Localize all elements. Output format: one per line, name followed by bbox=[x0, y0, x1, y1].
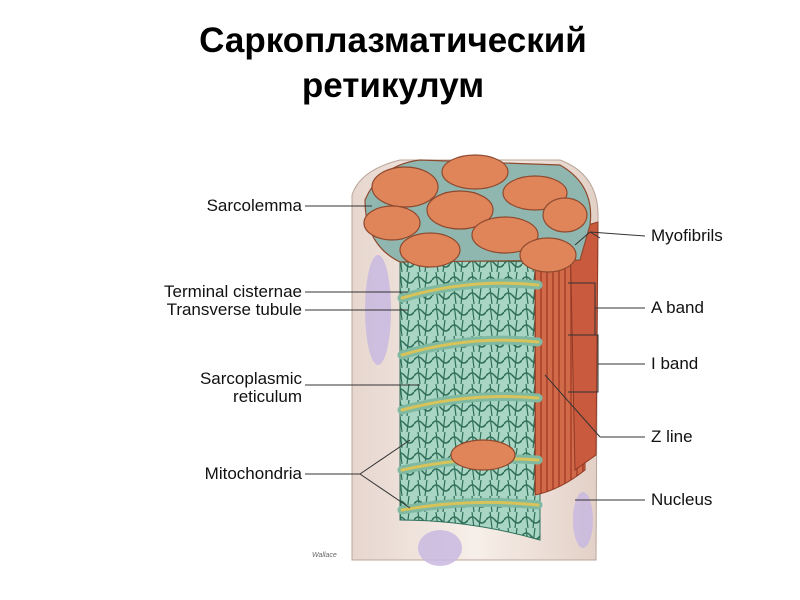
label-a-band: A band bbox=[651, 298, 704, 317]
title-line-1: Саркоплазматический bbox=[199, 21, 587, 60]
label-transverse-tubule: Transverse tubule bbox=[166, 300, 302, 319]
illustrator-credit: Wallace bbox=[312, 552, 337, 559]
label-nucleus: Nucleus bbox=[651, 490, 713, 509]
myofibril-cross-section-lower bbox=[450, 439, 516, 471]
label-mitochondria: Mitochondria bbox=[204, 464, 302, 483]
label-sarcolemma: Sarcolemma bbox=[206, 196, 302, 215]
slide-title: Саркоплазматический ретикулум bbox=[0, 18, 786, 108]
myofibril-cross-sections bbox=[363, 154, 592, 273]
label-i-band: I band bbox=[651, 354, 699, 373]
label-terminal-cisternae: Terminal cisternae bbox=[164, 282, 302, 301]
label-myofibrils: Myofibrils bbox=[651, 226, 723, 245]
nucleus-shape bbox=[573, 492, 593, 548]
leader-lines bbox=[305, 205, 646, 509]
label-z-line: Z line bbox=[651, 427, 693, 446]
label-sarcoplasmic-reticulum-2: reticulum bbox=[233, 387, 302, 406]
transverse-tubules bbox=[397, 278, 543, 515]
nucleus-shape bbox=[418, 530, 462, 566]
label-sarcoplasmic-reticulum-1: Sarcoplasmic bbox=[199, 369, 302, 388]
title-line-2: ретикулум bbox=[301, 66, 485, 105]
